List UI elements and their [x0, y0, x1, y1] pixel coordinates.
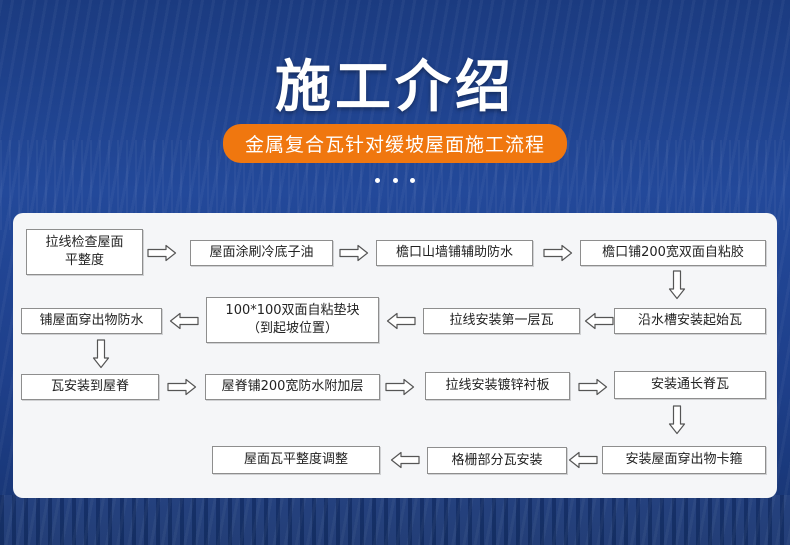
step-11: 拉线安装镀锌衬板 [425, 372, 570, 400]
arrow-left-icon [390, 451, 420, 469]
arrow-left-icon [584, 312, 614, 330]
step-12: 安装通长脊瓦 [614, 371, 766, 399]
arrow-right-icon [147, 244, 177, 262]
step-2-label: 屋面涂刷冷底子油 [209, 245, 314, 260]
subtitle-wrap: 金属复合瓦针对缓坡屋面施工流程 [0, 124, 790, 163]
background-bottom-texture [0, 495, 790, 545]
step-9: 瓦安装到屋脊 [21, 374, 159, 400]
step-7-sublabel: （到起坡位置） [246, 321, 338, 336]
step-10-label: 屋脊铺200宽防水附加层 [221, 379, 364, 394]
arrow-down-icon [668, 270, 686, 300]
step-6-label: 拉线安装第一层瓦 [449, 313, 554, 328]
subtitle-badge: 金属复合瓦针对缓坡屋面施工流程 [222, 124, 567, 163]
step-4: 檐口铺200宽双面自粘胶 [580, 240, 766, 266]
arrow-down-icon [92, 339, 110, 369]
step-3-label: 檐口山墙铺辅助防水 [395, 245, 513, 260]
dot-icon [375, 178, 380, 183]
step-7-label: 100*100双面自粘垫块 [225, 303, 360, 318]
step-15: 屋面瓦平整度调整 [212, 446, 380, 474]
step-6: 拉线安装第一层瓦 [423, 308, 580, 334]
arrow-right-icon [543, 244, 573, 262]
step-15-label: 屋面瓦平整度调整 [243, 452, 348, 467]
arrow-down-icon [668, 405, 686, 435]
step-1: 拉线检查屋面平整度 [26, 229, 143, 275]
step-1-label: 拉线检查屋面平整度 [45, 235, 124, 268]
arrow-right-icon [167, 378, 197, 396]
step-8: 铺屋面穿出物防水 [21, 308, 162, 334]
step-13: 安装屋面穿出物卡箍 [602, 446, 766, 474]
step-7: 100*100双面自粘垫块 （到起坡位置） [206, 297, 379, 343]
step-8-label: 铺屋面穿出物防水 [39, 313, 144, 328]
page-title: 施工介绍 [275, 55, 515, 120]
dot-icon [392, 178, 398, 183]
decorative-dots [375, 178, 415, 183]
arrow-right-icon [339, 244, 369, 262]
arrow-left-icon [386, 312, 416, 330]
arrow-right-icon [385, 378, 415, 396]
arrow-left-icon [568, 451, 598, 469]
step-14: 格栅部分瓦安装 [427, 447, 567, 474]
step-3: 檐口山墙铺辅助防水 [376, 240, 533, 266]
dot-icon [410, 178, 415, 183]
step-10: 屋脊铺200宽防水附加层 [205, 374, 380, 400]
arrow-left-icon [169, 312, 199, 330]
step-13-label: 安装屋面穿出物卡箍 [625, 452, 743, 467]
step-11-label: 拉线安装镀锌衬板 [445, 378, 550, 393]
step-14-label: 格栅部分瓦安装 [451, 452, 543, 468]
step-2: 屋面涂刷冷底子油 [190, 240, 333, 266]
step-12-label: 安装通长脊瓦 [650, 377, 729, 392]
step-5-label: 沿水槽安装起始瓦 [637, 313, 742, 328]
step-5: 沿水槽安装起始瓦 [614, 308, 766, 334]
arrow-right-icon [578, 378, 608, 396]
step-9-label: 瓦安装到屋脊 [50, 379, 129, 394]
step-4-label: 檐口铺200宽双面自粘胶 [602, 245, 744, 260]
